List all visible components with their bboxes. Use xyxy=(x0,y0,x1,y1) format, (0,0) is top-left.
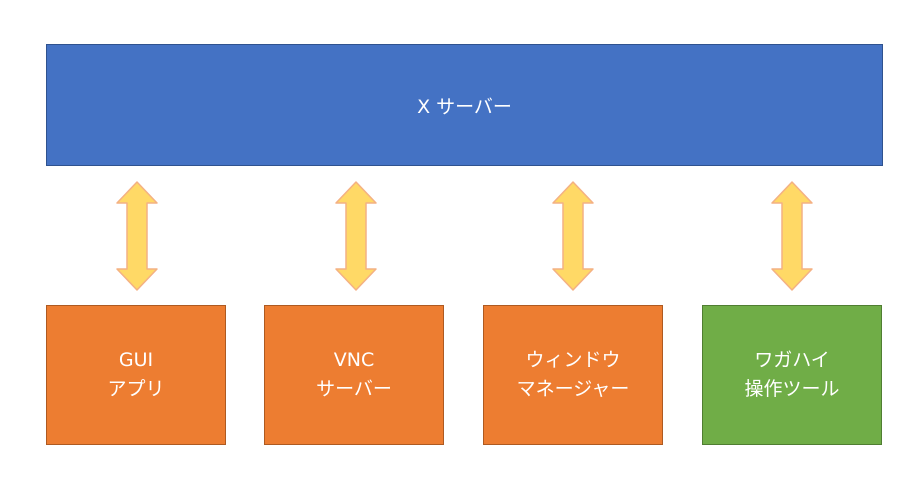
window-manager-label-line2: マネージャー xyxy=(516,378,630,400)
double-arrow-gui-app xyxy=(116,181,158,291)
x-server-label: X サーバー xyxy=(417,95,512,118)
window-manager-box: ウィンドウ マネージャー xyxy=(483,305,663,445)
x-server-box: X サーバー xyxy=(46,44,883,166)
wagahai-tool-box: ワガハイ 操作ツール xyxy=(702,305,882,445)
vnc-server-label-line2: サーバー xyxy=(316,378,392,400)
wagahai-tool-label-line1: ワガハイ xyxy=(754,348,830,371)
double-arrow-window-manager xyxy=(552,181,594,291)
gui-app-label-line1: GUI xyxy=(118,348,154,371)
wagahai-tool-label-line2: 操作ツール xyxy=(744,378,840,400)
gui-app-box: GUI アプリ xyxy=(46,305,226,445)
gui-app-label-line2: アプリ xyxy=(107,378,165,400)
double-arrow-wagahai-tool xyxy=(771,181,813,291)
double-arrow-vnc-server xyxy=(335,181,377,291)
vnc-server-label-line1: VNC xyxy=(333,348,375,371)
vnc-server-box: VNC サーバー xyxy=(264,305,444,445)
window-manager-label-line1: ウィンドウ xyxy=(525,348,621,371)
